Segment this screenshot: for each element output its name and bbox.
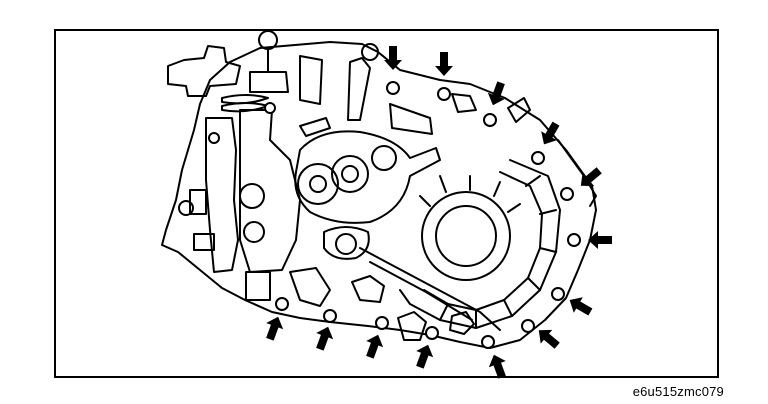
bolt-hole [567,233,581,247]
case-outline [161,41,597,349]
arrow-icon [384,46,402,70]
arrow-icon [416,344,434,369]
figure-code: e6u515zmc079 [632,384,724,399]
arrow-icon [488,354,506,379]
bolt-hole [208,132,220,144]
bolt-hole [531,151,545,165]
bolt-hole [481,335,495,349]
arrow-icon [266,316,284,341]
arrow-icon [569,297,593,316]
gear-cluster [294,130,441,224]
arrow-icon [487,81,505,106]
arrow-icon [541,121,560,145]
differential-bore [421,191,511,281]
arrow-icon [435,52,453,76]
arrow-icon [580,167,602,187]
bolt-hole [483,113,497,127]
bolt-hole [560,187,574,201]
arrow-icon [316,326,334,351]
bolt-hole [264,102,276,114]
shift-knob [258,30,278,50]
shift-mechanism [167,45,241,97]
bolt-hole [375,316,389,330]
bolt-hole [323,309,337,323]
bolt-hole [551,287,565,301]
bolt-hole [386,81,400,95]
bolt-hole [425,326,439,340]
arrow-icon [366,334,384,359]
arrow-icon [538,329,560,349]
bolt-hole [437,87,451,101]
arrow-icon [588,231,612,249]
bolt-hole [275,297,289,311]
bolt-hole [521,319,535,333]
